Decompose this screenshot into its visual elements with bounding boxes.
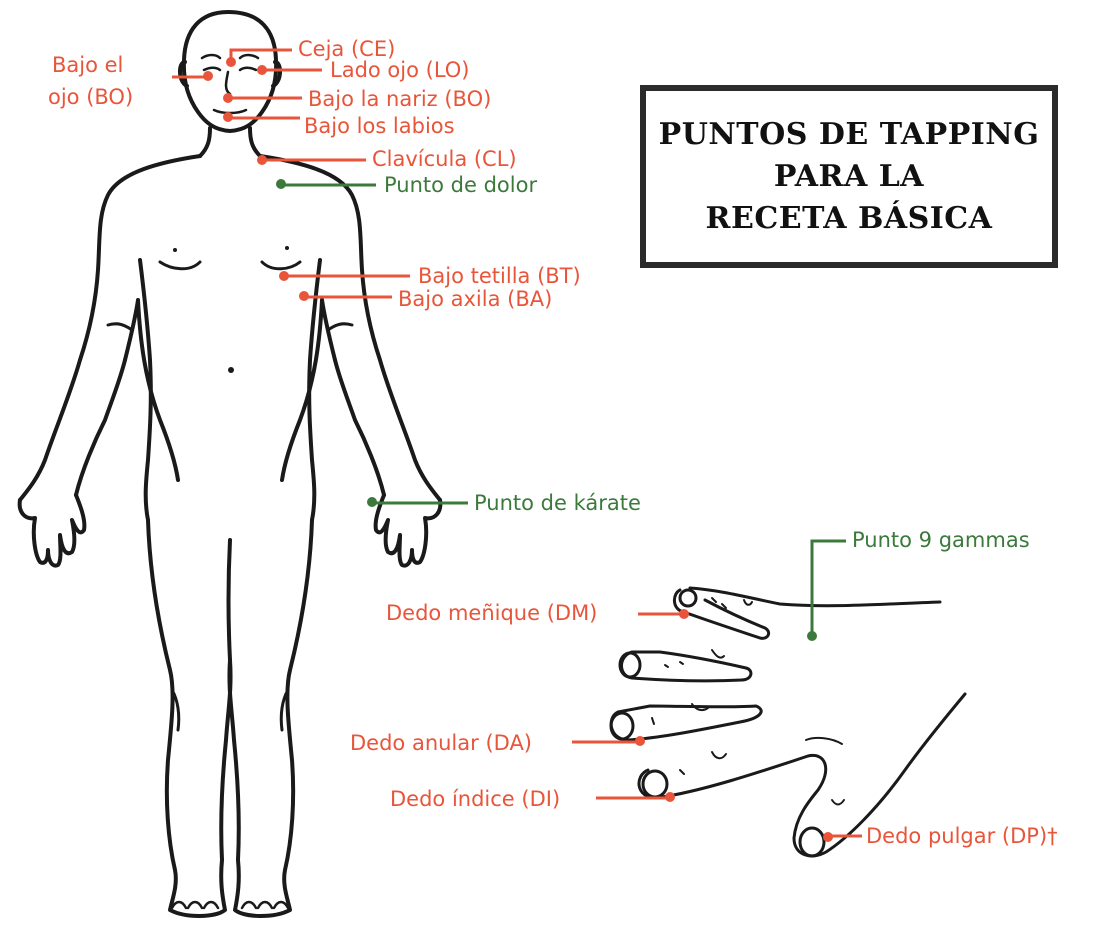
point-bajo-axila [299,291,309,301]
point-bajo-nariz [223,93,233,103]
label-punto-karate: Punto de kárate [474,491,641,515]
human-body-outline [17,10,443,918]
title-line-3: RECETA BÁSICA [705,200,993,236]
point-punto-9-gammas [807,631,817,641]
point-punto-karate [367,497,377,507]
leader-ceja [229,48,292,60]
point-bajo-labios [223,112,233,122]
label-punto-9-gammas: Punto 9 gammas [852,528,1030,552]
label-bajo-ojo-line2: ojo (BO) [48,85,133,109]
point-lado-ojo [257,65,267,75]
point-bajo-tetilla [279,271,289,281]
point-dedo-anular [635,736,645,746]
point-clavicula [257,155,267,165]
label-punto-dolor: Punto de dolor [384,173,537,197]
label-lado-ojo: Lado ojo (LO) [330,58,470,82]
point-dedo-menique [679,609,689,619]
title-box: PUNTOS DE TAPPING PARA LA RECETA BÁSICA [640,85,1058,268]
point-dedo-pulgar [823,832,833,842]
leader-punto-9-gammas [810,539,846,634]
label-clavicula: Clavícula (CL) [372,147,517,171]
label-dedo-anular: Dedo anular (DA) [350,731,532,755]
label-bajo-nariz: Bajo la nariz (BO) [308,87,491,111]
point-dedo-indice [665,792,675,802]
label-bajo-ojo-line1: Bajo el [52,53,123,77]
hand-drawing [609,586,967,858]
label-dedo-pulgar: Dedo pulgar (DP)† [866,824,1058,848]
title-line-2: PARA LA [773,158,925,194]
point-punto-dolor [276,179,286,189]
label-bajo-axila: Bajo axila (BA) [398,287,552,311]
title-line-1: PUNTOS DE TAPPING [658,116,1040,152]
label-bajo-tetilla: Bajo tetilla (BT) [418,264,581,288]
label-bajo-labios: Bajo los labios [304,114,455,138]
tapping-point-markers [172,48,862,842]
label-dedo-menique: Dedo meñique (DM) [386,601,597,625]
point-ceja [226,57,236,67]
point-labels: Bajo el ojo (BO) Ceja (CE) Lado ojo (LO)… [48,37,1058,848]
label-dedo-indice: Dedo índice (DI) [390,787,560,811]
label-ceja: Ceja (CE) [298,37,395,61]
point-bajo-ojo [203,71,213,81]
